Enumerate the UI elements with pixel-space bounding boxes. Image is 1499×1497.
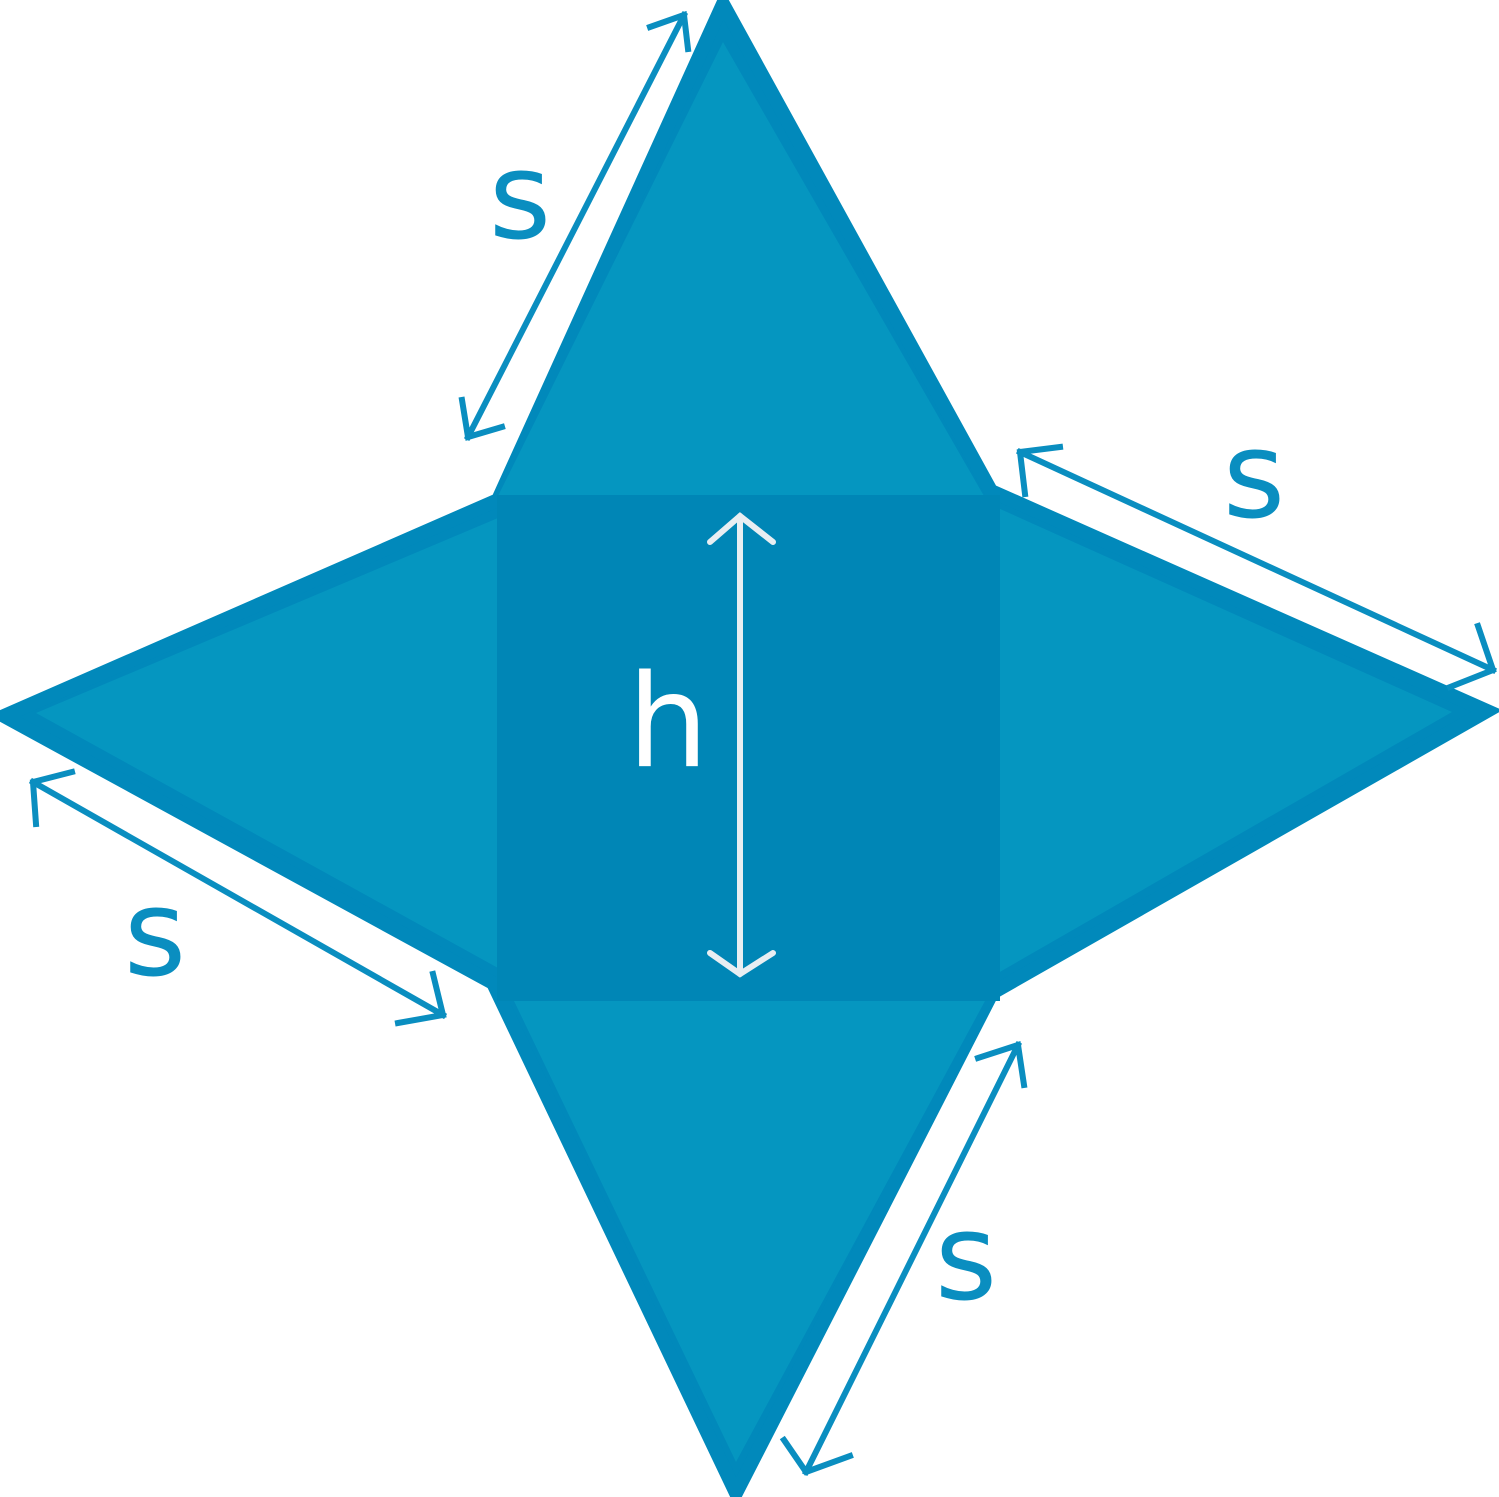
right-triangle-face [998,508,1452,973]
side-label-bottom: s [935,1189,998,1328]
left-triangle-face [36,518,498,968]
square-base-face [497,495,1000,1001]
side-label-left: s [124,865,187,1004]
side-length-arrow-top [458,10,692,442]
bottom-triangle-face [514,1001,985,1462]
side-label-right: s [1223,407,1286,546]
height-arrow [707,512,776,978]
height-label: h [627,648,708,797]
side-label-top: s [489,128,552,267]
side-length-arrow-left [28,768,448,1027]
side-length-arrow-bottom [779,1040,1028,1477]
top-triangle-face [498,42,984,496]
side-length-arrow-right [1016,443,1497,691]
